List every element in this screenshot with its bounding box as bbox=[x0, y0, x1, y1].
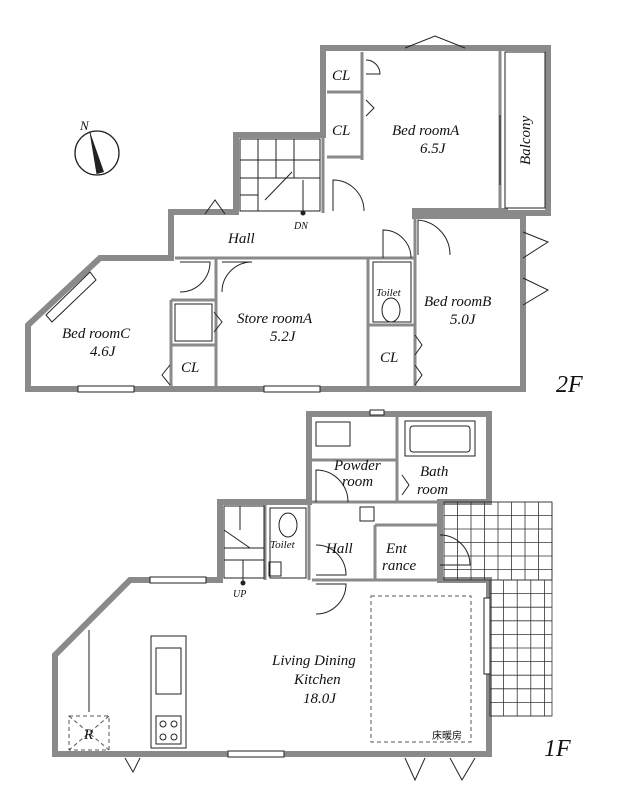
label-bedroom-c: Bed roomC bbox=[62, 326, 131, 342]
window bbox=[149, 576, 207, 584]
door bbox=[124, 757, 141, 774]
stairs-1f bbox=[223, 505, 265, 586]
bathtub-icon bbox=[404, 420, 476, 457]
label-powder-room: Powder bbox=[333, 458, 381, 474]
label-bedroom-b: Bed roomB bbox=[424, 294, 491, 310]
floor-1f: Powder room Bath room Toilet Hall Ent ra… bbox=[52, 409, 571, 782]
toilet-icon bbox=[381, 297, 401, 323]
compass-icon: N bbox=[74, 118, 120, 176]
door bbox=[204, 199, 226, 215]
door bbox=[332, 179, 365, 212]
label-entrance: rance bbox=[382, 558, 416, 574]
label-ldk-size: 18.0J bbox=[303, 691, 337, 707]
door bbox=[522, 231, 550, 259]
fridge-icon bbox=[68, 715, 110, 751]
door bbox=[414, 364, 423, 386]
washbasin-icon bbox=[315, 421, 351, 447]
door bbox=[417, 219, 451, 256]
door bbox=[382, 229, 412, 259]
door bbox=[522, 277, 550, 306]
window bbox=[227, 750, 285, 758]
door bbox=[315, 544, 347, 576]
toilet-room-1f bbox=[269, 507, 307, 579]
floor-2f: CL CL Bed roomA 6.5J Balcony Hall DN Bed… bbox=[25, 35, 583, 398]
label-floor-heating: 床暖房 bbox=[432, 729, 462, 742]
label-ldk: Kitchen bbox=[293, 672, 341, 688]
door bbox=[449, 757, 476, 782]
door bbox=[315, 583, 347, 615]
door bbox=[404, 757, 426, 782]
label-balcony: Balcony bbox=[518, 116, 534, 165]
label-floor-1f: 1F bbox=[544, 736, 571, 762]
bay-window bbox=[45, 271, 97, 323]
label-cl: CL bbox=[380, 350, 398, 366]
label-up: UP bbox=[233, 589, 246, 600]
door bbox=[404, 35, 466, 49]
door bbox=[401, 474, 410, 496]
window bbox=[483, 597, 491, 675]
label-hall: Hall bbox=[227, 231, 255, 247]
label-cl: CL bbox=[332, 68, 350, 84]
label-store-room-a: Store roomA bbox=[237, 311, 313, 327]
stove-icon bbox=[155, 715, 182, 745]
label-dn: DN bbox=[293, 221, 309, 232]
label-floor-2f: 2F bbox=[556, 372, 583, 398]
label-bedroom-b-size: 5.0J bbox=[450, 312, 477, 328]
label-bath-room: Bath bbox=[420, 464, 448, 480]
stairs-2f bbox=[239, 138, 321, 216]
floor-heating-area bbox=[370, 595, 472, 743]
door bbox=[221, 261, 253, 293]
toilet-icon bbox=[278, 512, 298, 538]
compass-north-label: N bbox=[79, 118, 90, 133]
label-entrance: Ent bbox=[385, 541, 408, 557]
window bbox=[77, 385, 135, 393]
closet-box bbox=[174, 303, 213, 342]
label-ldk: Living Dining bbox=[271, 653, 356, 669]
door bbox=[179, 261, 211, 293]
door bbox=[315, 469, 349, 503]
door bbox=[365, 59, 381, 75]
window bbox=[263, 385, 321, 393]
label-powder-room: room bbox=[342, 474, 373, 490]
sink-icon bbox=[155, 647, 182, 695]
door bbox=[365, 99, 375, 117]
label-hall: Hall bbox=[325, 541, 353, 557]
door bbox=[414, 334, 423, 356]
label-cl: CL bbox=[181, 360, 199, 376]
label-toilet: Toilet bbox=[376, 287, 402, 299]
label-bedroom-c-size: 4.6J bbox=[90, 344, 117, 360]
label-bedroom-a: Bed roomA bbox=[392, 123, 460, 139]
label-bath-room: room bbox=[417, 482, 448, 498]
label-cl: CL bbox=[332, 123, 350, 139]
label-store-room-a-size: 5.2J bbox=[270, 329, 297, 345]
door bbox=[439, 534, 471, 566]
kitchen-counter bbox=[150, 635, 187, 749]
label-bedroom-a-size: 6.5J bbox=[420, 141, 447, 157]
deck-tiles bbox=[443, 501, 553, 717]
door bbox=[161, 364, 171, 386]
balcony-area bbox=[504, 51, 546, 209]
label-fridge: R bbox=[83, 727, 93, 743]
door bbox=[213, 311, 223, 333]
label-toilet: Toilet bbox=[270, 539, 296, 551]
